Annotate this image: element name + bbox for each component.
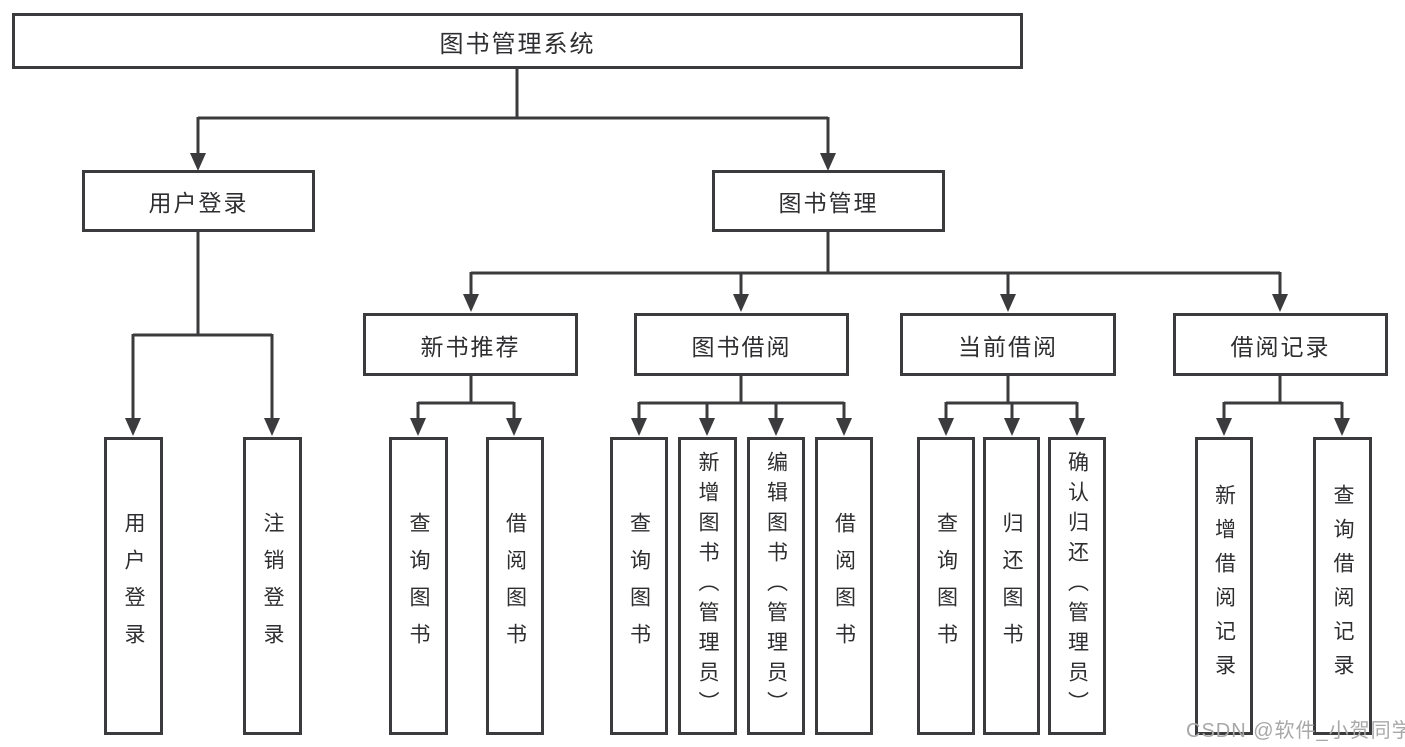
connector-lines bbox=[131, 69, 1344, 420]
leaf-current-confirm-return-admin: 确认归还（管理员） bbox=[1048, 437, 1106, 735]
arrowhead bbox=[1004, 418, 1020, 436]
leaf-borrow-query-book: 查询图书 bbox=[610, 437, 668, 735]
arrowhead bbox=[506, 418, 522, 436]
arrowhead bbox=[463, 294, 479, 312]
arrowhead bbox=[836, 418, 852, 436]
arrowhead bbox=[1000, 294, 1016, 312]
csdn-watermark: CSDN @软件_小贺同学 bbox=[1186, 720, 1405, 742]
arrowhead bbox=[631, 418, 647, 436]
arrowhead bbox=[1216, 418, 1232, 436]
leaf-current-query-book: 查询图书 bbox=[917, 437, 975, 735]
node-user-login: 用户登录 bbox=[82, 170, 315, 232]
arrowhead bbox=[125, 418, 141, 436]
arrowheads bbox=[125, 153, 1350, 436]
arrowhead bbox=[1272, 294, 1288, 312]
arrowhead bbox=[1069, 418, 1085, 436]
node-book-borrowing: 图书借阅 bbox=[634, 313, 849, 376]
arrowhead bbox=[938, 418, 954, 436]
arrowhead bbox=[820, 153, 836, 171]
node-current-borrowing: 当前借阅 bbox=[900, 313, 1116, 376]
leaf-recommend-borrow-book: 借阅图书 bbox=[486, 437, 544, 735]
node-borrowing-records: 借阅记录 bbox=[1173, 313, 1388, 376]
arrowhead bbox=[264, 418, 280, 436]
leaf-borrow-add-book-admin: 新增图书（管理员） bbox=[678, 437, 737, 735]
leaf-user-login: 用户登录 bbox=[104, 437, 163, 735]
leaf-borrow-borrow-book: 借阅图书 bbox=[815, 437, 873, 735]
leaf-borrow-edit-book-admin: 编辑图书（管理员） bbox=[747, 437, 805, 735]
arrowhead bbox=[768, 418, 784, 436]
arrowhead bbox=[410, 418, 426, 436]
arrowhead bbox=[699, 418, 715, 436]
leaf-records-query-record: 查询借阅记录 bbox=[1313, 437, 1372, 735]
node-book-management: 图书管理 bbox=[712, 170, 945, 232]
leaf-recommend-query-book: 查询图书 bbox=[389, 437, 448, 735]
leaf-records-add-record: 新增借阅记录 bbox=[1195, 437, 1253, 735]
arrowhead bbox=[1334, 418, 1350, 436]
node-library-management-system: 图书管理系统 bbox=[12, 13, 1023, 69]
arrowhead bbox=[733, 294, 749, 312]
leaf-logout: 注销登录 bbox=[243, 437, 302, 735]
leaf-current-return-book: 归还图书 bbox=[983, 437, 1040, 735]
arrowhead bbox=[190, 153, 206, 171]
node-new-book-recommend: 新书推荐 bbox=[363, 313, 578, 376]
